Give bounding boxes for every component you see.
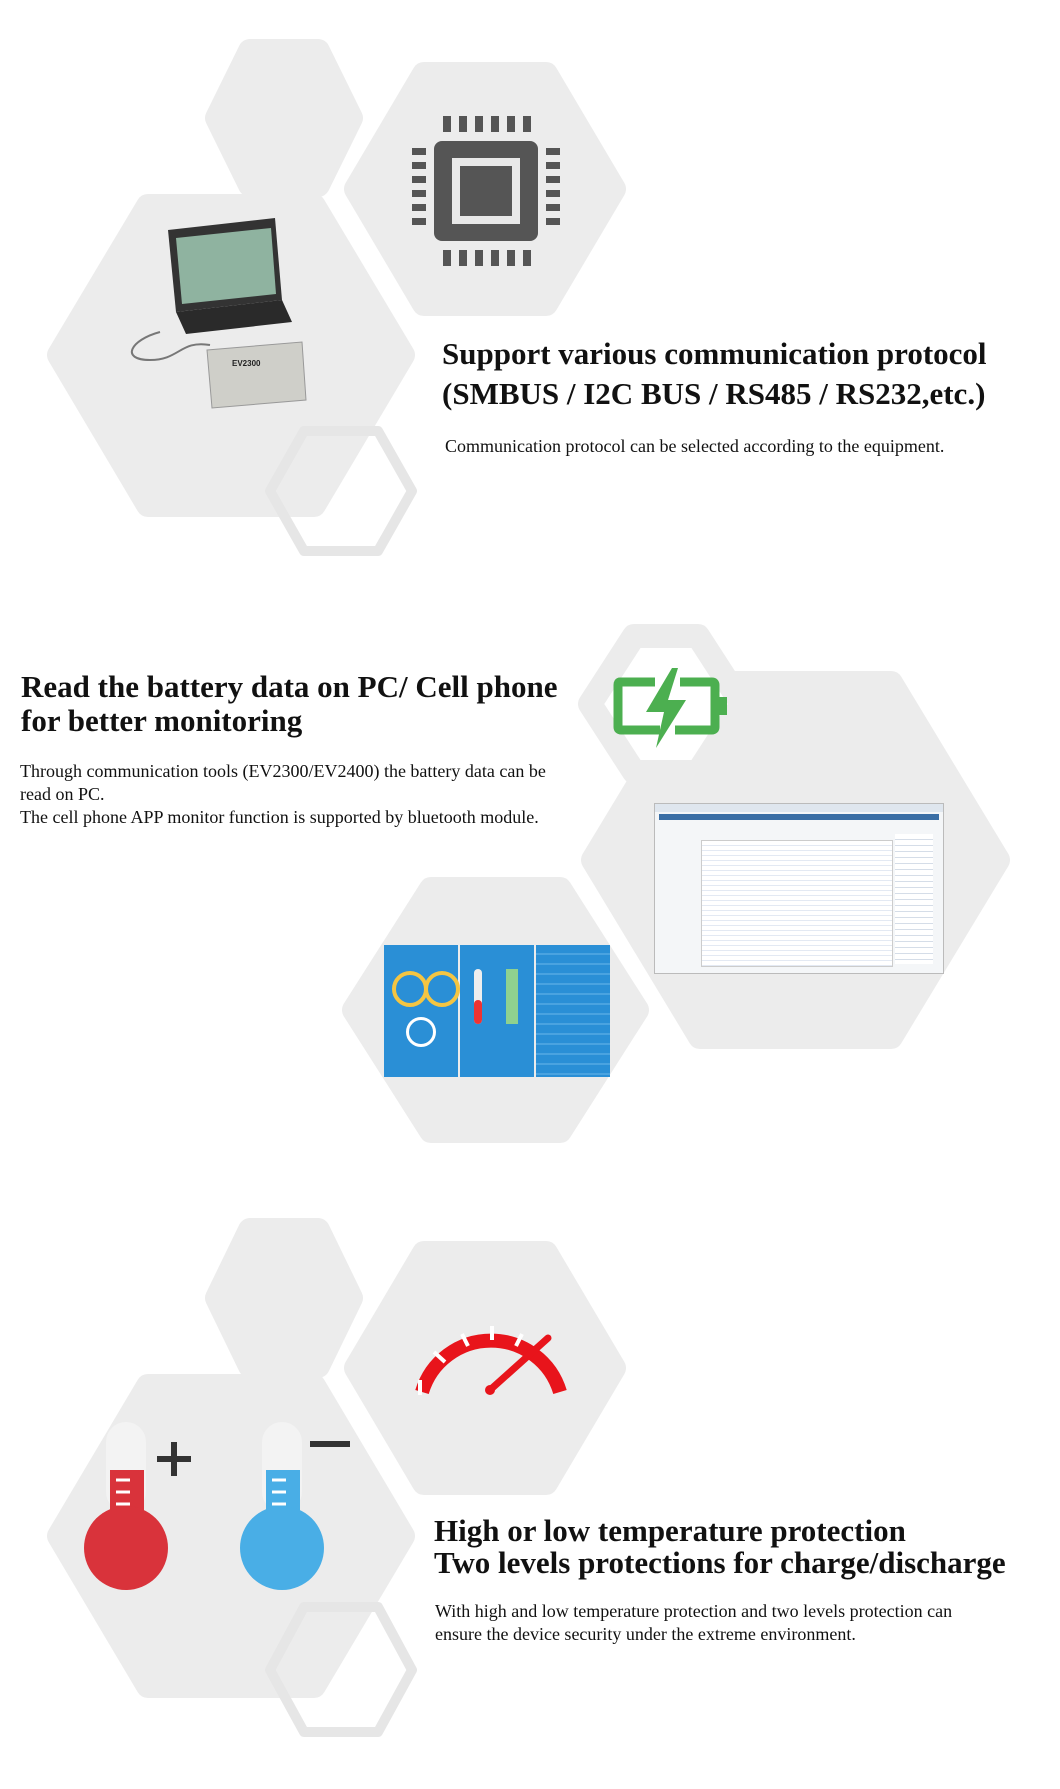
phone-app-screenshots — [384, 945, 610, 1077]
pc-software-screenshot — [654, 803, 944, 974]
thermometer-plus-icon — [84, 1422, 191, 1590]
section2-title: Read the battery data on PC/ Cell phone … — [21, 670, 557, 738]
gauge-icon — [415, 1326, 567, 1395]
description-line: The cell phone APP monitor function is s… — [20, 807, 539, 827]
laptop-image — [130, 218, 292, 362]
title-line: High or low temperature protection — [434, 1513, 906, 1548]
section1-description: Communication protocol can be selected a… — [445, 436, 945, 456]
hexagon — [344, 1241, 626, 1495]
thermometer-minus-icon — [240, 1422, 350, 1590]
hexagon-outline — [265, 1602, 417, 1737]
hexagon-outline — [265, 426, 417, 556]
title-line: Read the battery data on PC/ Cell phone — [21, 669, 558, 704]
hexagon — [205, 1218, 363, 1378]
ev2300-device-image — [206, 341, 307, 409]
hexagon — [205, 39, 363, 197]
section3-title: High or low temperature protection Two l… — [434, 1515, 1006, 1579]
description-line: Through communication tools (EV2300/EV24… — [20, 761, 546, 804]
section1-title: Support various communication protocol (… — [442, 334, 987, 414]
section3-description: With high and low temperature protection… — [435, 1601, 953, 1644]
device-label: EV2300 — [232, 359, 261, 368]
chip-icon — [412, 116, 560, 266]
title-line: (SMBUS / I2C BUS / RS485 / RS232,etc.) — [442, 376, 986, 411]
title-line: for better monitoring — [21, 703, 303, 738]
section2-description: Through communication tools (EV2300/EV24… — [20, 760, 565, 829]
title-line: Two levels protections for charge/discha… — [434, 1545, 1006, 1580]
battery-charging-icon — [613, 668, 727, 748]
title-line: Support various communication protocol — [442, 336, 987, 371]
